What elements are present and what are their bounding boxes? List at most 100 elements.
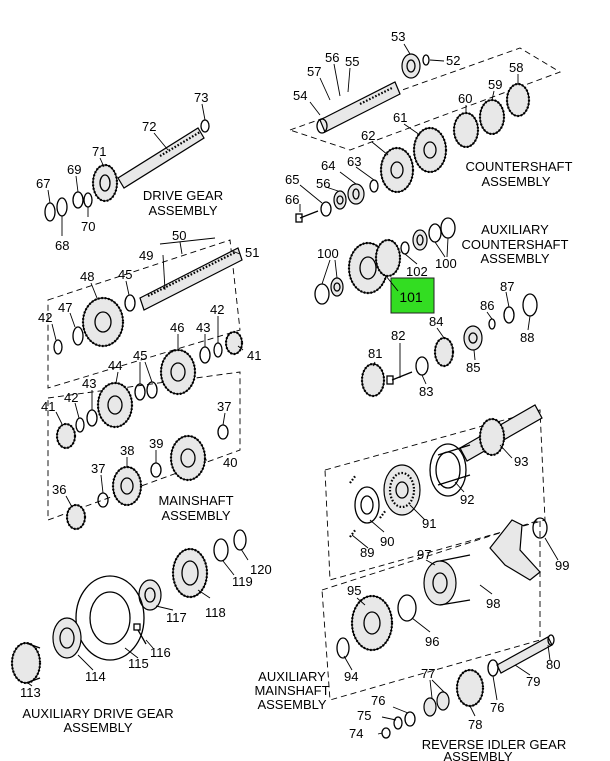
range-gear-81 [360, 362, 386, 398]
highlight-label-101: 101 [399, 289, 423, 305]
callout-96: 96 [425, 634, 439, 649]
callout-92: 92 [460, 492, 474, 507]
aux-mainshaft-group-outline [321, 519, 541, 701]
callout-76a: 76 [371, 693, 385, 708]
mainshaft-washer-39 [150, 462, 162, 478]
drive-gear [91, 163, 119, 203]
title-aux-drive-gear-line1: AUXILIARY DRIVE GEAR [22, 706, 173, 721]
callout-117: 117 [166, 610, 187, 625]
mainshaft-washer-42c [75, 417, 85, 433]
title-reverse-idler-line1: REVERSE IDLER GEAR [422, 737, 567, 752]
range-hub-85 [463, 325, 483, 351]
callout-64: 64 [321, 158, 335, 173]
callout-99: 99 [555, 558, 569, 573]
callout-62: 62 [361, 128, 375, 143]
synchronizer-hub-90 [354, 486, 380, 524]
callout-65: 65 [285, 172, 299, 187]
countershaft-bearing-56b [333, 190, 347, 210]
callout-84: 84 [429, 314, 443, 329]
callout-93: 93 [514, 454, 528, 469]
callout-81: 81 [368, 346, 382, 361]
aux-gear-118 [171, 547, 209, 599]
title-aux-mainshaft-line2: MAINSHAFT [254, 683, 329, 698]
callout-72: 72 [142, 119, 156, 134]
title-drive-gear-line1: DRIVE GEAR [143, 188, 223, 203]
range-ring-87 [503, 306, 515, 324]
spring-pins-89 [349, 474, 387, 538]
callout-49: 49 [139, 248, 153, 263]
aux-bearing-119 [213, 538, 229, 562]
mainshaft-washer-42a [53, 339, 63, 355]
callout-39: 39 [149, 436, 163, 451]
aux-drive-gear-113 [10, 641, 42, 685]
callout-43b: 43 [82, 376, 96, 391]
callout-87: 87 [500, 279, 514, 294]
drive-washer-69 [72, 191, 84, 209]
title-aux-countershaft-line3: ASSEMBLY [480, 251, 549, 266]
mainshaft-gear-38 [111, 465, 143, 507]
callout-51: 51 [245, 245, 259, 260]
synchronizer-92 [429, 443, 471, 497]
aux-hub-97 [423, 554, 471, 606]
synchronizer-plate-91 [383, 464, 421, 516]
callout-60: 60 [458, 91, 472, 106]
callout-38: 38 [120, 443, 134, 458]
mainshaft-washer-47 [72, 326, 84, 346]
highlight-box-101[interactable] [390, 277, 435, 314]
callout-102: 102 [406, 264, 428, 279]
callout-118: 118 [205, 605, 226, 620]
mainshaft-washer-37b [97, 492, 109, 508]
callout-70: 70 [81, 219, 95, 234]
callout-115: 115 [128, 656, 149, 671]
callout-40: 40 [223, 455, 237, 470]
countershaft-gear-58 [505, 82, 531, 118]
callout-42a: 42 [38, 310, 52, 325]
callout-114: 114 [85, 669, 106, 684]
mainshaft-group-outline-1 [47, 239, 241, 389]
countershaft-gear-61 [412, 126, 448, 174]
callout-75: 75 [357, 708, 371, 723]
title-aux-mainshaft-line3: ASSEMBLY [257, 697, 326, 712]
aux-plate-115 [75, 575, 145, 661]
aux-race-100c [428, 223, 442, 243]
callout-79: 79 [526, 674, 540, 689]
countershaft-bearing-53 [401, 53, 421, 79]
aux-gear-95 [350, 594, 394, 652]
mainshaft-gear-41b [55, 422, 77, 450]
title-countershaft-line2: ASSEMBLY [481, 174, 550, 189]
aux-race-100d [440, 217, 456, 239]
mainshaft-washer-43b [86, 409, 98, 427]
callout-71: 71 [92, 144, 106, 159]
callout-80: 80 [546, 657, 560, 672]
output-shaft-93 [459, 404, 543, 462]
callout-61: 61 [393, 110, 407, 125]
callout-91: 91 [422, 516, 436, 531]
title-drive-gear-line2: ASSEMBLY [148, 203, 217, 218]
callout-97: 97 [417, 547, 431, 562]
drive-snap-ring-67 [44, 202, 56, 222]
aux-bearing-100b [412, 229, 428, 251]
title-aux-drive-gear-line2: ASSEMBLY [63, 720, 132, 735]
aux-race-100e [314, 283, 330, 305]
leader-lines [27, 43, 559, 735]
countershaft-gear-62 [379, 146, 415, 194]
mainshaft-washer-45b1 [134, 383, 146, 401]
mainshaft-washer-43a [199, 346, 211, 364]
mainshaft-washer-37a [217, 424, 229, 440]
callout-57: 57 [307, 64, 321, 79]
callout-86: 86 [480, 298, 494, 313]
callout-45b: 45 [133, 348, 147, 363]
aux-ring-102 [400, 241, 410, 255]
mainshaft-washer-45b2 [146, 381, 158, 399]
countershaft-ring-63 [369, 179, 379, 193]
aux-washer-94 [336, 637, 350, 659]
callout-73: 73 [194, 90, 208, 105]
callout-90: 90 [380, 534, 394, 549]
idler-washer-75 [393, 716, 403, 730]
title-aux-countershaft-line1: AUXILIARY [481, 222, 549, 237]
callout-numbers: 73 72 71 69 67 68 70 50 49 51 45 48 47 4… [20, 29, 569, 741]
callout-78: 78 [468, 717, 482, 732]
callout-100a: 100 [317, 246, 339, 261]
callout-42c: 42 [64, 390, 78, 405]
callout-89: 89 [360, 545, 374, 560]
